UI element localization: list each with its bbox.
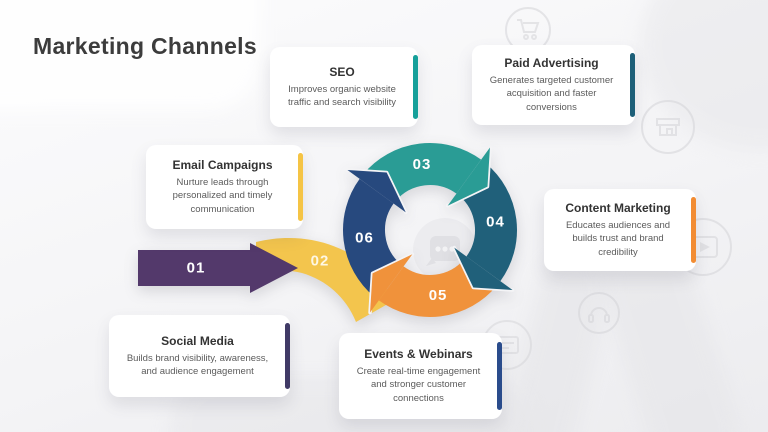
cycle-number-05: 05	[429, 287, 448, 304]
card-accent-bar	[630, 53, 635, 117]
card-accent-bar	[298, 153, 303, 221]
cycle-number-06: 06	[355, 230, 374, 247]
card-description: Nurture leads through personalized and t…	[172, 177, 273, 215]
card-title: Social Media	[161, 333, 234, 348]
card-description: Educates audiences and builds trust and …	[565, 220, 671, 258]
card-title: SEO	[329, 64, 355, 79]
card-description: Improves organic website traffic and sea…	[287, 83, 397, 108]
cycle-arrow-01	[138, 243, 298, 293]
cycle-arrowhead-06	[347, 170, 406, 213]
cycle-number-01: 01	[187, 260, 206, 277]
background-highlight	[0, 0, 260, 110]
card-accent-bar	[413, 55, 418, 119]
card-description: Create real-time engagement and stronger…	[356, 366, 481, 404]
card-accent-bar	[285, 323, 290, 389]
storefront-icon	[641, 100, 695, 154]
card-seo: SEO Improves organic website traffic and…	[270, 47, 418, 127]
cycle-number-02: 02	[311, 253, 330, 270]
card-title: Events & Webinars	[364, 347, 473, 362]
card-description: Builds brand visibility, awareness, and …	[126, 352, 269, 377]
cycle-arrowhead-04	[454, 247, 513, 290]
card-title: Content Marketing	[565, 201, 671, 216]
card-accent-bar	[497, 341, 502, 411]
cycle-number-04: 04	[486, 213, 505, 230]
cycle-arrowhead-03	[447, 147, 490, 206]
card-email-campaigns: Email Campaigns Nurture leads through pe…	[146, 145, 303, 229]
card-description: Generates targeted customer acquisition …	[489, 75, 614, 113]
card-paid-advertising: Paid Advertising Generates targeted cust…	[472, 45, 635, 125]
card-events-webinars: Events & Webinars Create real-time engag…	[339, 333, 502, 419]
cycle-swoosh-02	[256, 237, 393, 322]
card-title: Email Campaigns	[172, 158, 273, 173]
page-title: Marketing Channels	[33, 33, 257, 60]
card-title: Paid Advertising	[504, 56, 599, 71]
cycle-arrowhead-05	[370, 254, 413, 313]
card-accent-bar	[691, 197, 696, 263]
headphones-icon	[578, 292, 620, 334]
cycle-number-03: 03	[413, 156, 432, 173]
card-social-media: Social Media Builds brand visibility, aw…	[109, 315, 290, 397]
card-content-marketing: Content Marketing Educates audiences and…	[544, 189, 696, 271]
